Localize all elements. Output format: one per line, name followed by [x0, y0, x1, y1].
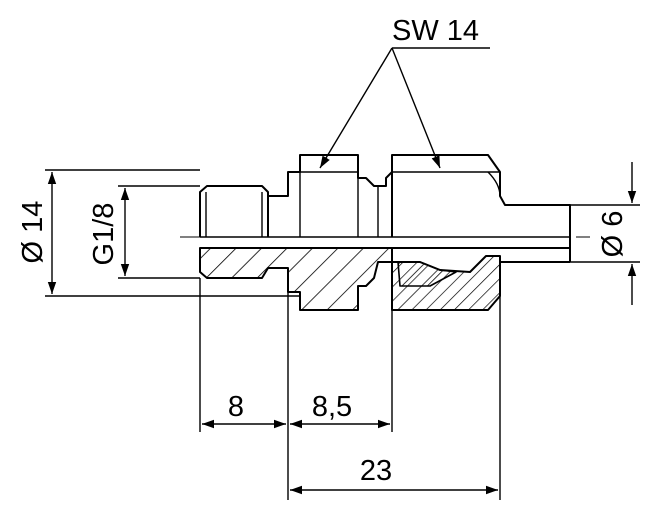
extension-lines — [199, 278, 501, 500]
dim-total-length-label: 23 — [360, 455, 392, 487]
union-nut — [391, 154, 571, 237]
body-section-hatch — [199, 247, 393, 311]
dim-thread-length-label: 8 — [228, 391, 244, 423]
tube — [392, 205, 571, 263]
fitting-body — [199, 154, 393, 237]
diameter-14-dimension — [45, 169, 300, 297]
thread-dimension — [118, 185, 200, 279]
dim-body-length-label: 8,5 — [312, 391, 352, 423]
ferrule-section — [397, 261, 457, 287]
callout-label: SW 14 — [392, 15, 479, 47]
dim-thread-label: G1/8 — [88, 203, 120, 266]
dim-outer-diameter-label: Ø 14 — [17, 201, 49, 264]
dim-tube-diameter-label: Ø 6 — [597, 211, 629, 258]
bore-lines — [180, 236, 590, 249]
wrench-size-callout — [319, 47, 490, 169]
diameter-6-dimension — [570, 162, 640, 305]
